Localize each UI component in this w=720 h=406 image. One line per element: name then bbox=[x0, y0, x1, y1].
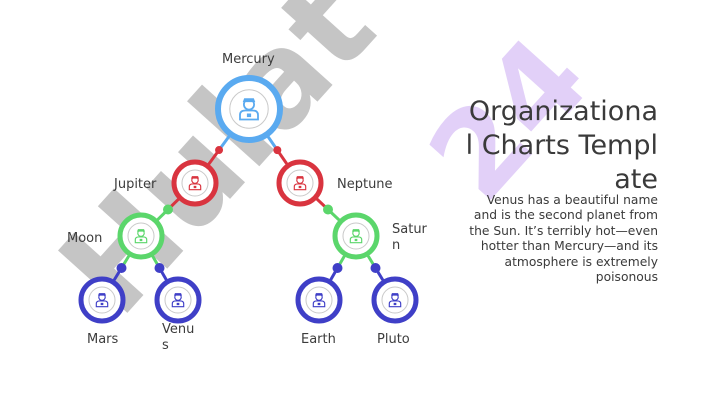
node-label-mars: Mars bbox=[87, 332, 119, 347]
node-venus[interactable] bbox=[154, 276, 202, 324]
node-label-moon: Moon bbox=[67, 231, 103, 246]
connector-dot bbox=[116, 263, 127, 273]
node-label-mercury: Mercury bbox=[222, 52, 275, 67]
connector-dot bbox=[154, 263, 165, 273]
person-badge-icon bbox=[134, 229, 148, 244]
org-chart-connectors bbox=[112, 134, 385, 282]
node-label-jupiter: Jupiter bbox=[114, 177, 157, 192]
node-saturn[interactable] bbox=[332, 212, 380, 260]
connector-dot bbox=[323, 204, 333, 215]
person-badge-icon bbox=[95, 293, 109, 308]
org-chart-nodes bbox=[78, 75, 419, 324]
node-moon[interactable] bbox=[117, 212, 165, 260]
person-badge-icon bbox=[171, 293, 185, 308]
slide-title: Organizational Charts Template bbox=[465, 96, 658, 195]
connector-dot bbox=[215, 146, 224, 155]
node-label-venus: Venus bbox=[162, 322, 195, 353]
person-badge-icon bbox=[188, 176, 202, 191]
node-earth[interactable] bbox=[295, 276, 343, 324]
person-badge-icon bbox=[349, 229, 363, 244]
node-pluto[interactable] bbox=[371, 276, 419, 324]
person-badge-icon bbox=[388, 293, 402, 308]
node-neptune[interactable] bbox=[276, 159, 324, 207]
node-label-neptune: Neptune bbox=[337, 177, 393, 192]
node-mercury[interactable] bbox=[215, 75, 283, 143]
connector-dot bbox=[163, 204, 173, 215]
node-label-earth: Earth bbox=[301, 332, 336, 347]
node-label-saturn: Saturn bbox=[392, 222, 427, 253]
connector-dot bbox=[332, 263, 343, 273]
connector-dot bbox=[370, 263, 381, 273]
connector-dot bbox=[273, 146, 282, 155]
node-jupiter[interactable] bbox=[171, 159, 219, 207]
node-label-pluto: Pluto bbox=[377, 332, 410, 347]
person-badge-icon bbox=[239, 98, 259, 121]
person-badge-icon bbox=[293, 176, 307, 191]
slide-description: Venus has a beautiful name and is the se… bbox=[469, 193, 658, 285]
person-badge-icon bbox=[312, 293, 326, 308]
node-mars[interactable] bbox=[78, 276, 126, 324]
